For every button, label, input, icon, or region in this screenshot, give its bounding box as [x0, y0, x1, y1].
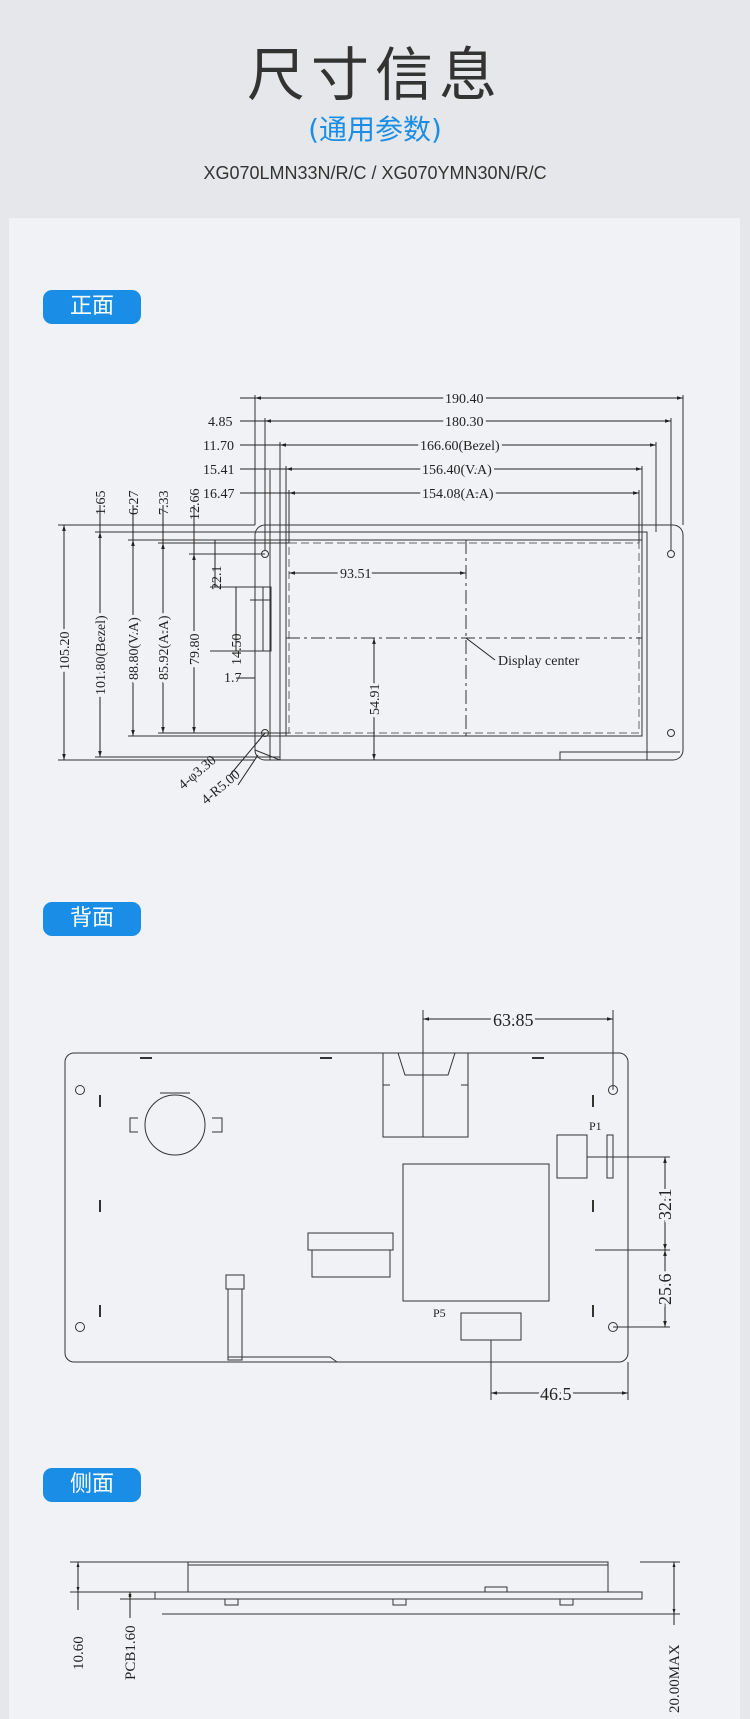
dim-7-33: 7.33: [157, 491, 172, 516]
dim-15-41: 15.41: [203, 463, 235, 478]
battery-holder: [144, 1094, 206, 1156]
section-badge-front: 正面: [43, 290, 141, 324]
dim-85-92: 85.92(A.A): [157, 615, 172, 680]
back-view-drawing: 63.85 46.5 32.1 25.6 P1 P5: [64, 1007, 678, 1407]
label-p5: P5: [433, 1306, 446, 1320]
dim-101-80: 101.80(Bezel): [94, 615, 109, 695]
side-view-drawing: 10.60 PCB1.60 20.00MAX: [70, 1561, 683, 1713]
dim-93-51: 93.51: [340, 567, 372, 582]
dim-166-60: 166.60(Bezel): [420, 439, 500, 454]
header: 尺寸信息 (通用参数) XG070LMN33N/R/C / XG070YMN30…: [0, 0, 750, 218]
dim-190-40: 190.40: [445, 392, 484, 407]
page-subtitle: (通用参数): [308, 113, 442, 146]
section-badge-side: 侧面: [43, 1468, 141, 1502]
label-p1: P1: [589, 1119, 602, 1133]
dim-180-30: 180.30: [445, 415, 484, 430]
back-outline: [64, 1052, 629, 1363]
dim-10-60: 10.60: [71, 1636, 87, 1670]
side-outline: [187, 1561, 609, 1593]
dim-6-27: 6.27: [127, 491, 142, 516]
dim-88-80: 88.80(V.A): [127, 617, 142, 680]
dim-11-70: 11.70: [203, 439, 234, 454]
front-view-drawing: 190.40 180.30 166.60(Bezel) 156.40(V.A) …: [55, 389, 684, 808]
dim-25-6: 25.6: [655, 1274, 675, 1306]
dim-63-85: 63.85: [493, 1010, 534, 1030]
mount-hole: [667, 729, 675, 737]
dim-16-47: 16.47: [203, 487, 235, 502]
dim-22-1: 22.1: [210, 566, 225, 591]
front-outline: [254, 524, 684, 761]
dim-105-20: 105.20: [58, 632, 73, 671]
display-center-label: Display center: [498, 654, 580, 669]
dim-46-5: 46.5: [540, 1384, 572, 1404]
dim-156-40: 156.40(V.A): [422, 463, 492, 478]
section-badge-back: 背面: [43, 902, 141, 936]
dim-79-80: 79.80: [188, 634, 203, 666]
connector-p1: [556, 1134, 588, 1179]
dim-54-91: 54.91: [368, 684, 383, 716]
dim-32-1: 32.1: [655, 1189, 675, 1221]
mount-hole: [667, 550, 675, 558]
front-bezel: [279, 531, 648, 761]
page-title: 尺寸信息: [246, 41, 503, 109]
side-pcb: [154, 1591, 643, 1600]
model-numbers: XG070LMN33N/R/C / XG070YMN30N/R/C: [203, 163, 547, 183]
dim-20-00-max: 20.00MAX: [667, 1644, 683, 1713]
main-chip: [402, 1163, 550, 1302]
dim-pcb-1-60: PCB1.60: [123, 1625, 139, 1680]
dim-14-50: 14.50: [230, 634, 245, 666]
dim-12-66: 12.66: [188, 489, 203, 521]
connector-p5: [460, 1312, 522, 1341]
dim-1-7: 1.7: [224, 671, 242, 686]
dim-154-08: 154.08(A.A): [422, 487, 494, 502]
dim-1-65: 1.65: [94, 491, 109, 516]
dim-4-85: 4.85: [208, 415, 233, 430]
